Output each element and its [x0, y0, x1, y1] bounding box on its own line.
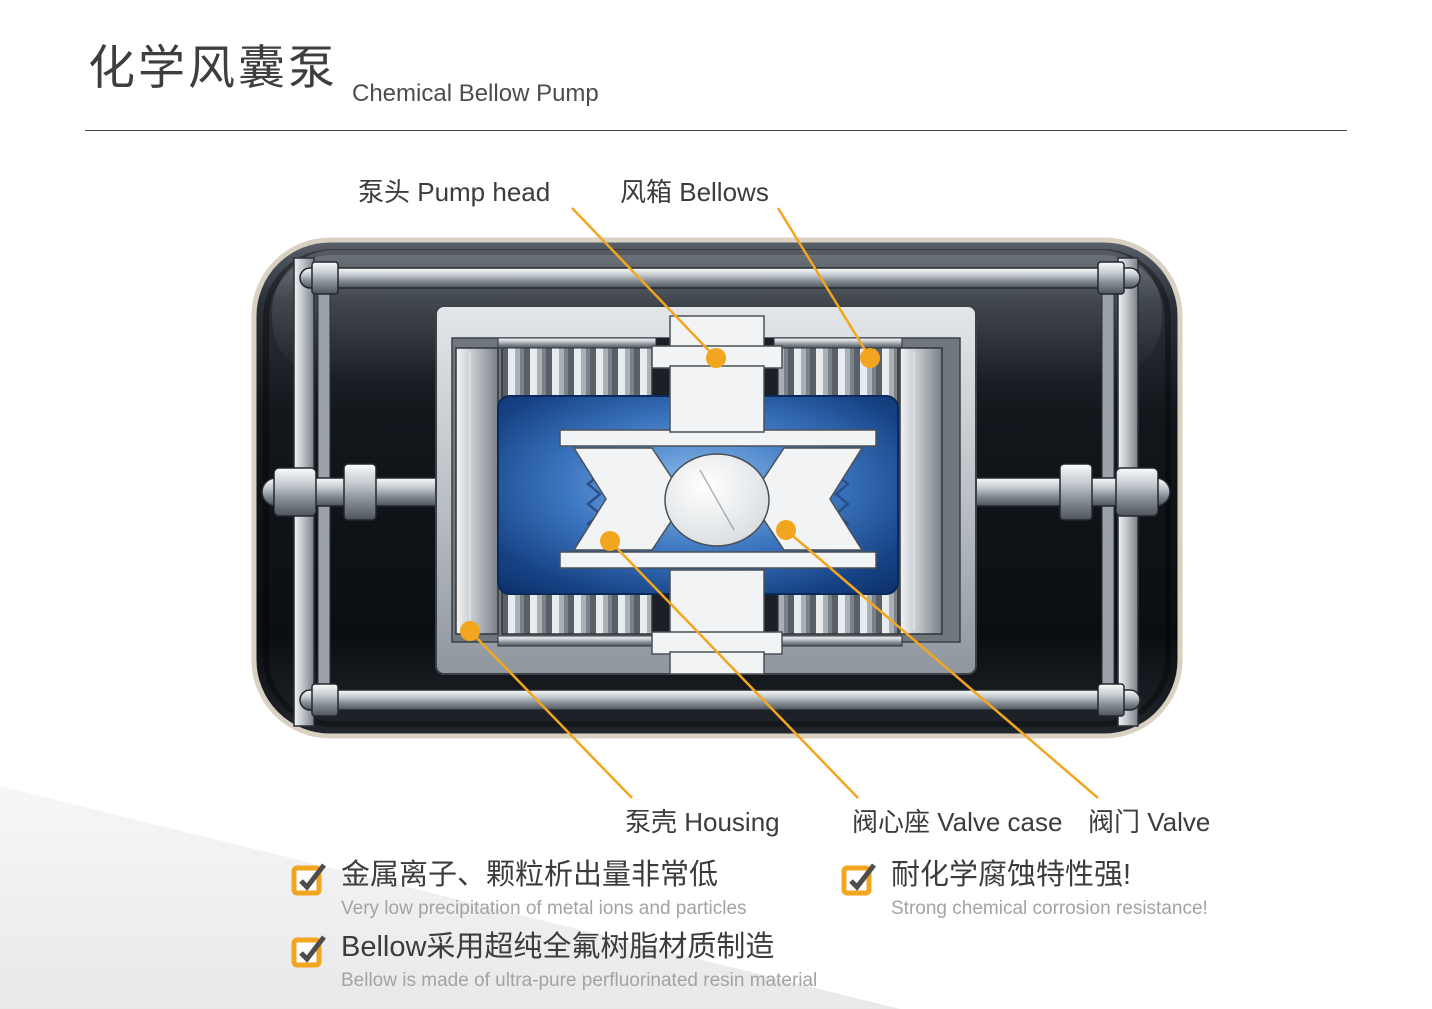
callout-line-valve: [785, 529, 1099, 799]
callout-line-valve-case: [609, 540, 859, 799]
clamp-left: [455, 347, 499, 635]
checkbox-icon: [841, 863, 876, 896]
header-divider: [85, 130, 1347, 131]
feature-text-en: Strong chemical corrosion resistance!: [891, 897, 1208, 919]
clamp-right: [899, 347, 943, 635]
callout-dot-pump-head: [706, 348, 726, 368]
callout-lines: [469, 207, 1099, 799]
callout-dots: [460, 348, 880, 641]
callout-line-housing: [469, 630, 633, 799]
page-subtitle: Chemical Bellow Pump: [352, 80, 599, 107]
callout-label-housing: 泵壳 Housing: [625, 807, 780, 837]
valve-case-block: [651, 569, 783, 675]
pump-head-block: [651, 315, 783, 433]
callout-label-valve-case: 阀心座 Valve case: [852, 807, 1063, 837]
page-title: 化学风囊泵: [88, 41, 338, 94]
feature-text-zh: 耐化学腐蚀特性强!: [891, 859, 1132, 891]
callout-dot-valve-case: [600, 531, 620, 551]
callout-line-bellows: [776, 207, 872, 359]
callout-label-valve: 阀门 Valve: [1088, 807, 1211, 837]
callout-dot-bellows: [860, 348, 880, 368]
feature-item-corrosion: 耐化学腐蚀特性强! Strong chemical corrosion resi…: [841, 858, 1208, 920]
tie-rod-top: [299, 261, 1141, 295]
tie-rod-bottom: [299, 683, 1141, 717]
callout-label-bellows: 风箱 Bellows: [620, 177, 769, 207]
callout-line-pump-head: [571, 207, 717, 359]
pump-illustration: [251, 207, 1183, 799]
callout-dot-valve: [776, 520, 796, 540]
callout-label-pump-head: 泵头 Pump head: [358, 177, 551, 207]
pump-diagram: 泵头 Pump head 风箱 Bellows 泵壳 Housing 阀心座 V…: [0, 150, 1432, 856]
callout-dot-housing: [460, 621, 480, 641]
